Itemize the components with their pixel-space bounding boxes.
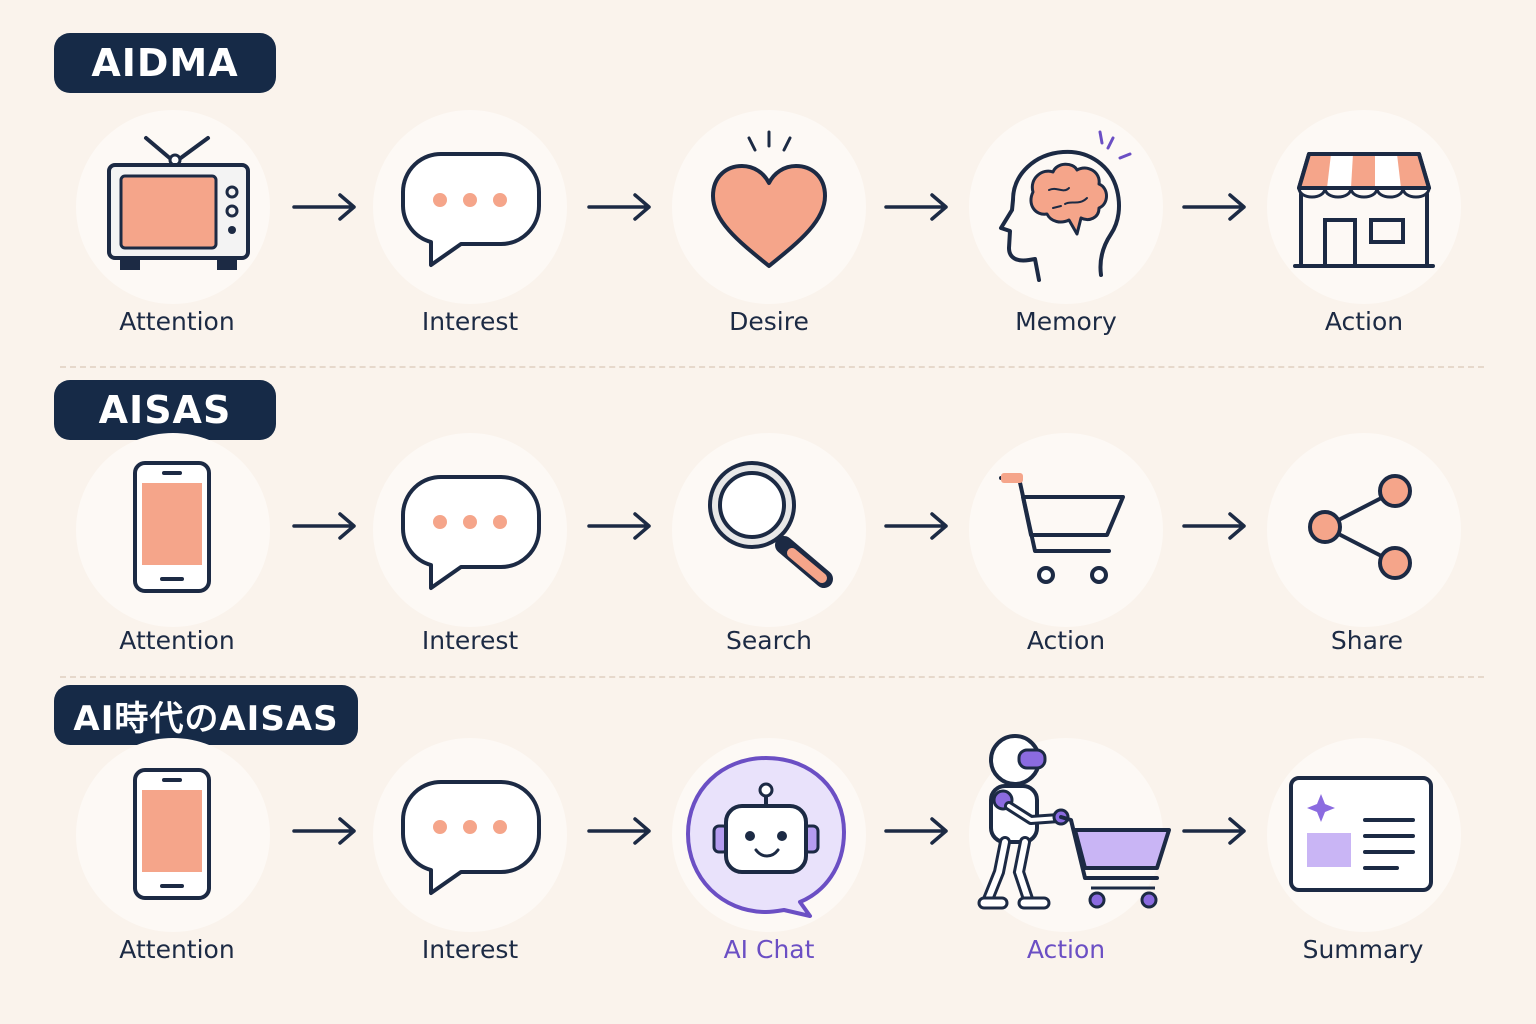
step-action-cart xyxy=(969,433,1163,627)
speech-bubble-icon xyxy=(400,779,541,895)
section-divider xyxy=(60,366,1484,368)
step-label: Action xyxy=(1324,307,1404,336)
shopping-cart-icon xyxy=(999,473,1125,584)
arrow-right-icon xyxy=(292,817,356,845)
arrow-right-icon xyxy=(1182,193,1246,221)
step-label: Attention xyxy=(119,626,235,655)
step-action-robot-cart xyxy=(969,734,1171,932)
step-label: Summary xyxy=(1302,935,1424,964)
arrow-right-icon xyxy=(1182,512,1246,540)
heart-icon xyxy=(711,130,827,268)
section-divider xyxy=(60,676,1484,678)
step-action-store xyxy=(1267,110,1461,304)
row-title-ai-era-aisas: AI時代のAISAS xyxy=(54,685,358,745)
magnifier-icon xyxy=(708,461,833,588)
step-label: Attention xyxy=(119,935,235,964)
arrow-right-icon xyxy=(292,512,356,540)
row-title-aisas: AISAS xyxy=(54,380,276,440)
arrow-right-icon xyxy=(884,817,948,845)
smartphone-icon xyxy=(133,461,211,593)
store-icon xyxy=(1293,152,1435,268)
step-label: Desire xyxy=(729,307,809,336)
step-label: Interest xyxy=(421,307,519,336)
arrow-right-icon xyxy=(292,193,356,221)
step-attention-phone xyxy=(76,433,270,627)
speech-bubble-icon xyxy=(400,474,541,590)
step-summary-card xyxy=(1267,738,1461,932)
arrow-right-icon xyxy=(884,193,948,221)
arrow-right-icon xyxy=(587,817,651,845)
brain-head-icon xyxy=(999,130,1132,282)
step-label: Interest xyxy=(421,935,519,964)
step-attention-tv xyxy=(76,110,270,304)
row-title-aidma: AIDMA xyxy=(54,33,276,93)
ai-chat-robot-icon xyxy=(686,756,846,918)
step-share xyxy=(1267,433,1461,627)
arrow-right-icon xyxy=(587,512,651,540)
step-label: Memory xyxy=(1015,307,1117,336)
tv-icon xyxy=(107,136,250,270)
step-interest-bubble xyxy=(373,110,567,304)
speech-bubble-icon xyxy=(400,151,541,267)
step-label: Share xyxy=(1330,626,1404,655)
step-memory-head xyxy=(969,110,1163,304)
step-label: Action xyxy=(1026,626,1106,655)
step-label: Attention xyxy=(119,307,235,336)
step-label: Search xyxy=(726,626,812,655)
summary-card-icon xyxy=(1289,776,1433,892)
step-ai-chat xyxy=(672,738,866,932)
step-label: Action xyxy=(1026,935,1106,964)
step-label: Interest xyxy=(421,626,519,655)
arrow-right-icon xyxy=(587,193,651,221)
step-desire-heart xyxy=(672,110,866,304)
step-interest-bubble xyxy=(373,433,567,627)
arrow-right-icon xyxy=(1182,817,1246,845)
robot-shopping-cart-icon xyxy=(977,734,1171,910)
step-search-magnifier xyxy=(672,433,866,627)
step-label: AI Chat xyxy=(723,935,815,964)
arrow-right-icon xyxy=(884,512,948,540)
smartphone-icon xyxy=(133,768,211,900)
step-attention-phone xyxy=(76,738,270,932)
share-icon xyxy=(1308,474,1412,580)
step-interest-bubble xyxy=(373,738,567,932)
